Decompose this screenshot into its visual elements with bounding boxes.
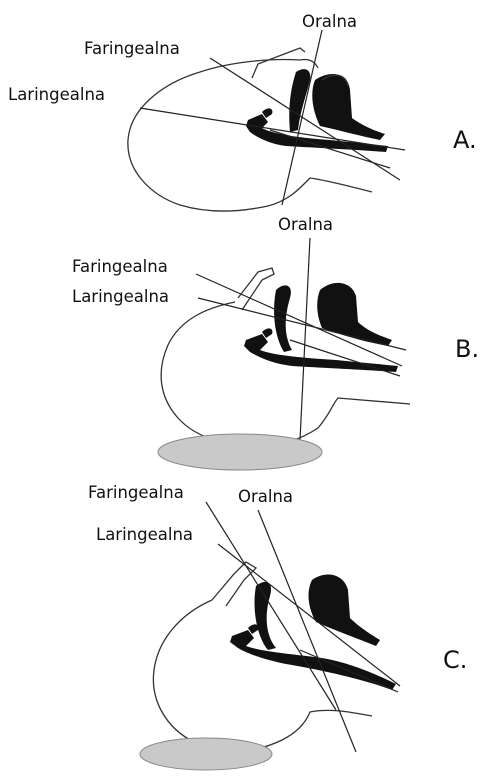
panel-c-pharyngeal-label: Faringealna [88,483,184,502]
panel-b-oral-label: Oralna [278,215,333,234]
panel-a-pharynx [289,69,310,132]
panel-b-oral-axis [300,238,310,440]
panel-a-laryngeal-label: Laringealna [8,85,105,104]
panel-c: Oralna Faringealna Laringealna C. [88,483,467,770]
panel-b-letter: B. [455,335,479,363]
panel-a-pharyngeal-label: Faringealna [84,39,180,58]
panel-a-letter: A. [453,126,477,154]
panel-a-oral-label: Oralna [302,12,357,31]
panel-c-laryngeal-label: Laringealna [96,525,193,544]
panel-c-laryngeal-axis-2 [300,650,398,692]
panel-b-laryngeal-label: Laringealna [72,287,169,306]
panel-b-pillow [158,434,322,470]
panel-b-pharyngeal-label: Faringealna [72,257,168,276]
panel-a: Oralna Faringealna Laringealna A. [8,12,477,211]
panel-b-laryngeal-axis [198,298,406,350]
panel-c-oral-label: Oralna [238,487,293,506]
panel-c-tongue [309,575,380,646]
panel-c-pharynx [255,582,277,650]
panel-b-pharyngeal-axis [196,274,402,366]
panel-b: Oralna Faringealna Laringealna B. [72,215,479,470]
panel-b-nose [238,268,274,310]
panel-c-pillow [140,738,272,770]
panel-c-letter: C. [443,646,467,674]
